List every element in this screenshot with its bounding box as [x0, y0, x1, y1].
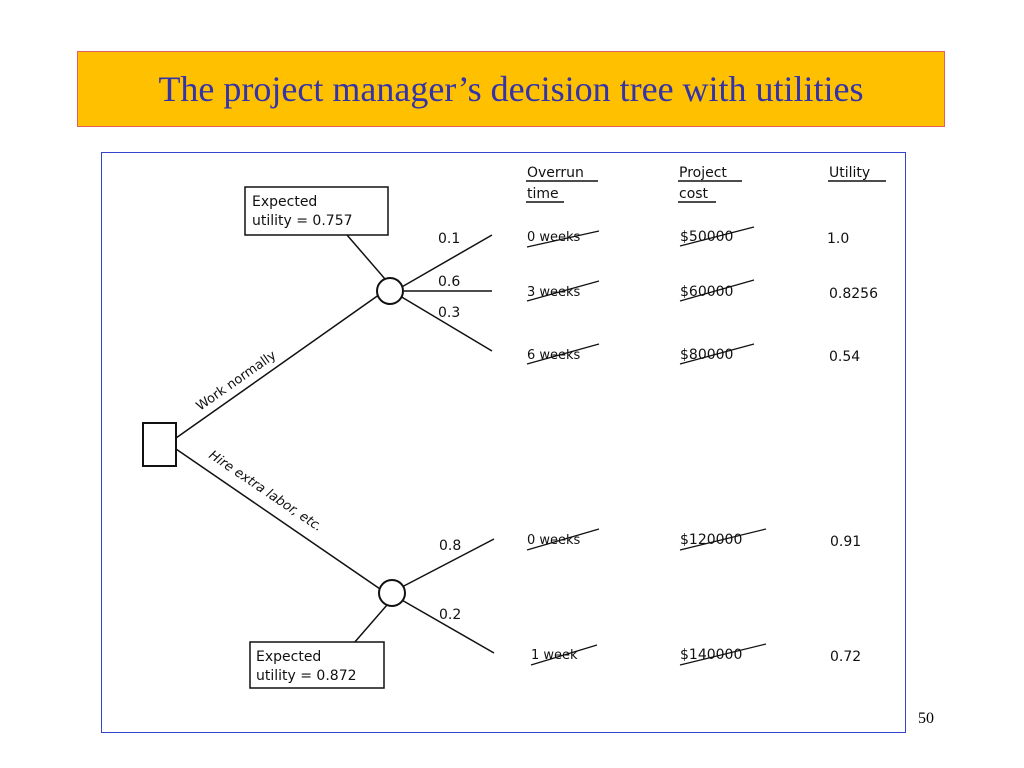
strike-mark: [679, 643, 767, 666]
overrun-time: 0 weeks: [527, 533, 581, 548]
slide-title-banner: The project manager’s decision tree with…: [77, 51, 945, 127]
strike-mark: [526, 343, 600, 365]
overrun-time: 6 weeks: [527, 348, 581, 363]
header-overrun: Overrun: [527, 165, 584, 181]
header-utility: Utility: [829, 165, 870, 181]
project-cost: $80000: [680, 347, 733, 363]
expected-utility-box-lower: [249, 641, 385, 689]
branch-work-normally: [175, 291, 384, 439]
utility-value: 0.54: [829, 349, 860, 365]
strike-mark: [679, 226, 755, 247]
utility-value: 0.8256: [829, 286, 878, 302]
expected-value: utility = 0.757: [252, 213, 353, 229]
decision-tree-svg: Overrun time Project cost Utility Work n…: [142, 165, 886, 689]
expected-value: utility = 0.872: [256, 668, 357, 684]
overrun-time: 3 weeks: [527, 285, 581, 300]
label-hire-extra: Hire extra labor, etc.: [206, 448, 325, 535]
prob-label: 0.2: [439, 607, 461, 623]
project-cost: $50000: [680, 229, 733, 245]
decision-tree-figure: Overrun time Project cost Utility Work n…: [101, 152, 906, 733]
connector-expected-upper: [346, 234, 386, 280]
expected-label: Expected: [256, 649, 321, 665]
strike-mark: [526, 280, 600, 302]
strike-mark: [679, 279, 755, 302]
outcome-branch: [399, 598, 495, 654]
outcome-branch: [399, 234, 493, 289]
project-cost: $120000: [680, 532, 742, 548]
header-project: Project: [679, 165, 727, 181]
overrun-time: 0 weeks: [527, 230, 581, 245]
strike-mark: [526, 230, 600, 248]
chance-node-upper: [376, 277, 404, 305]
chance-node-lower: [378, 579, 406, 607]
prob-label: 0.3: [438, 305, 460, 321]
slide-title: The project manager’s decision tree with…: [158, 69, 864, 109]
strike-mark: [530, 644, 598, 666]
connector-expected-lower: [353, 604, 388, 644]
expected-label: Expected: [252, 194, 317, 210]
header-cost: cost: [679, 186, 709, 202]
prob-label: 0.6: [438, 274, 460, 290]
expected-utility-box-upper: [244, 186, 389, 236]
utility-value: 1.0: [827, 231, 849, 247]
decision-node: [142, 422, 177, 467]
label-work-normally: Work normally: [194, 348, 280, 414]
strike-mark: [679, 528, 767, 551]
outcome-branch: [399, 538, 495, 589]
slide-number: 50: [918, 710, 934, 727]
outcome-branch: [399, 295, 493, 352]
strike-mark: [526, 528, 600, 551]
utility-value: 0.72: [830, 649, 861, 665]
project-cost: $140000: [680, 647, 742, 663]
branch-hire-extra: [175, 448, 384, 592]
overrun-time: 1 week: [531, 648, 578, 663]
project-cost: $60000: [680, 284, 733, 300]
strike-mark: [679, 343, 755, 365]
prob-label: 0.1: [438, 231, 460, 247]
header-time: time: [527, 186, 559, 202]
prob-label: 0.8: [439, 538, 461, 554]
utility-value: 0.91: [830, 534, 861, 550]
